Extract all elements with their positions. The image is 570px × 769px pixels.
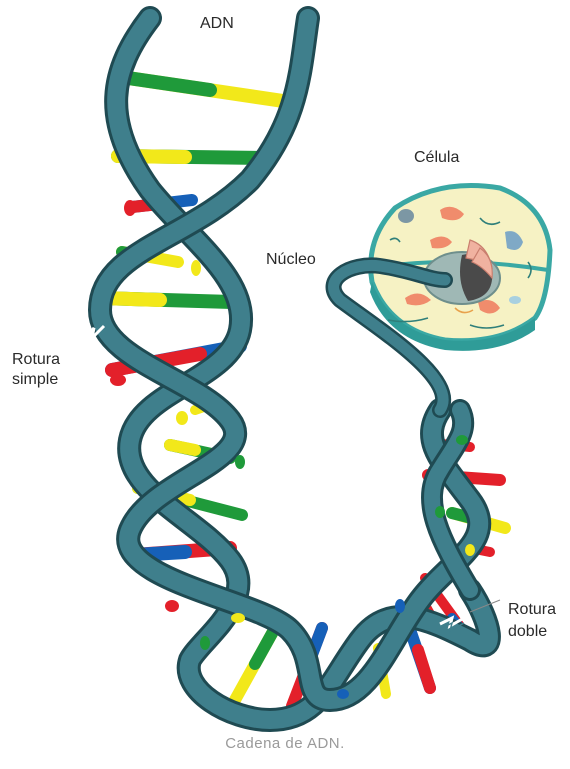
label-nucleo: Núcleo — [266, 250, 316, 270]
label-rotura-doble-line2: doble — [508, 622, 547, 642]
figure-caption: Cadena de ADN. — [0, 735, 570, 752]
label-rotura-simple-line2: simple — [12, 370, 58, 390]
label-rotura-doble-line1: Rotura — [508, 600, 556, 620]
label-adn: ADN — [200, 14, 234, 34]
dna-double-helix — [100, 18, 489, 720]
label-celula: Célula — [414, 148, 459, 168]
label-rotura-simple-line1: Rotura — [12, 350, 60, 370]
